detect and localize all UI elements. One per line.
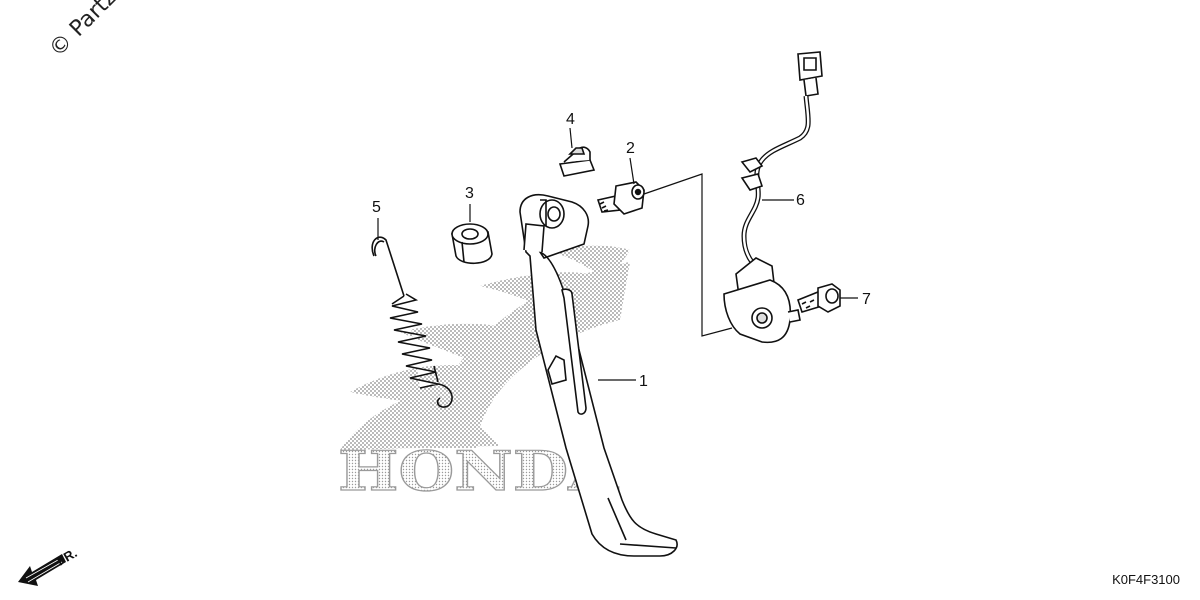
- side-stand-switch-part: [723, 51, 823, 344]
- assembly-leader-line: [643, 173, 733, 337]
- callout-4: 4: [566, 111, 575, 128]
- flange-bolt-part: [797, 283, 841, 313]
- rubber-stopper-part: [558, 146, 596, 177]
- watermark: © Partz: [45, 0, 122, 62]
- pivot-bolt-part: [596, 181, 645, 215]
- diagram-code: K0F4F3100: [1112, 572, 1180, 587]
- callout-1: 1: [639, 373, 648, 390]
- callout-6: 6: [796, 192, 805, 209]
- return-spring-part: [371, 236, 453, 408]
- front-direction-indicator: FR.: [18, 545, 80, 586]
- rubber-bushing-part: [451, 223, 493, 265]
- callout-5: 5: [372, 199, 381, 216]
- callout-leaders: [377, 127, 858, 381]
- side-stand-part: [519, 194, 678, 557]
- callout-3: 3: [465, 185, 474, 202]
- callout-7: 7: [862, 291, 871, 308]
- callout-2: 2: [626, 140, 635, 157]
